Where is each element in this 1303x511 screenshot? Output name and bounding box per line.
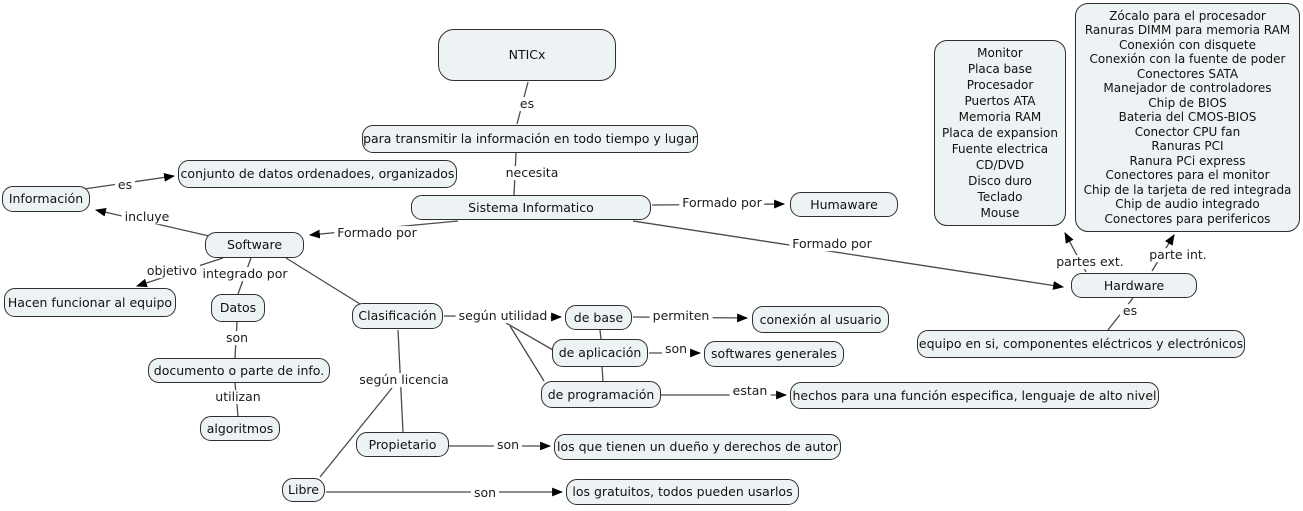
node-nticx[interactable]: NTICx [438, 29, 616, 81]
node-equipo-componentes[interactable]: equipo en si, componentes eléctricos y e… [917, 330, 1245, 358]
edge-label-son-libre[interactable]: son [470, 486, 500, 500]
edge-label-integrado-por[interactable]: integrado por [199, 267, 291, 281]
node-de-base[interactable]: de base [565, 305, 632, 330]
edge-label-son-aplicacion[interactable]: son [661, 342, 691, 356]
connector-sistema-hardware [632, 220, 1065, 290]
node-libre[interactable]: Libre [282, 478, 325, 502]
edge-label-son-propietario[interactable]: son [493, 438, 523, 452]
connector-licencia-libre [319, 387, 393, 478]
edge-label-utilizan[interactable]: utilizan [212, 390, 264, 404]
edge-label-objetivo[interactable]: objetivo [143, 264, 201, 278]
node-hechos-funcion[interactable]: hechos para una función especifica, leng… [790, 382, 1159, 409]
node-hardware[interactable]: Hardware [1071, 273, 1197, 298]
edge-label-son-datos[interactable]: son [222, 331, 252, 345]
node-algoritmos[interactable]: algoritmos [200, 416, 280, 441]
edge-label-parte-int[interactable]: parte int. [1146, 248, 1210, 262]
node-clasificacion[interactable]: Clasificación [352, 303, 443, 329]
edge-label-partes-ext[interactable]: partes ext. [1053, 255, 1127, 269]
edge-label-segun-utilidad[interactable]: según utilidad [455, 309, 551, 323]
edge-label-es-hardware[interactable]: es [1119, 304, 1141, 318]
node-partes-externas-list[interactable]: Monitor Placa base Procesador Puertos AT… [934, 40, 1066, 226]
edge-label-incluye[interactable]: incluye [121, 210, 173, 224]
node-de-aplicacion[interactable]: de aplicación [552, 339, 648, 367]
edge-label-formado-por-humaware[interactable]: Formado por [679, 196, 765, 210]
edge-label-formado-por-hardware[interactable]: Formado por [789, 237, 875, 251]
edge-label-necesita[interactable]: necesita [502, 166, 562, 180]
node-conjunto-datos[interactable]: conjunto de datos ordenadoes, organizado… [178, 160, 457, 188]
edge-label-es-informacion[interactable]: es [114, 178, 136, 192]
node-softwares-generales[interactable]: softwares generales [704, 341, 844, 367]
node-sistema-informatico[interactable]: Sistema Informatico [411, 195, 651, 220]
node-documento[interactable]: documento o parte de info. [148, 358, 330, 383]
connector-utilidad-deprogramacion [509, 325, 545, 382]
node-gratuitos[interactable]: los gratuitos, todos pueden usarlos [566, 479, 799, 505]
edge-label-estan[interactable]: estan [729, 384, 771, 398]
connector-deaplicacion-deprogramacion [601, 366, 604, 382]
edge-label-segun-licencia[interactable]: según licencia [356, 373, 452, 387]
connector-software-clasificacion [285, 257, 361, 305]
node-humaware[interactable]: Humaware [790, 192, 898, 217]
connector-debase-deaplicacion [599, 329, 602, 340]
node-duenos-derechos[interactable]: los que tienen un dueño y derechos de au… [554, 434, 841, 460]
node-software[interactable]: Software [205, 232, 304, 258]
node-datos[interactable]: Datos [211, 294, 265, 322]
node-hacen-funcionar[interactable]: Hacen funcionar al equipo [4, 288, 176, 317]
node-transmitir[interactable]: para transmitir la información en todo t… [362, 125, 698, 153]
node-informacion[interactable]: Información [2, 186, 90, 212]
edge-label-permiten[interactable]: permiten [649, 309, 713, 323]
node-de-programacion[interactable]: de programación [541, 381, 661, 408]
connector-utilidad-deaplicacion [505, 322, 554, 351]
node-propietario[interactable]: Propietario [356, 432, 449, 457]
node-conexion-usuario[interactable]: conexión al usuario [752, 306, 889, 333]
node-partes-internas-list[interactable]: Zócalo para el procesador Ranuras DIMM p… [1075, 3, 1300, 232]
edge-label-es-nticx[interactable]: es [516, 97, 538, 111]
edge-label-formado-por-software[interactable]: Formado por [334, 226, 420, 240]
